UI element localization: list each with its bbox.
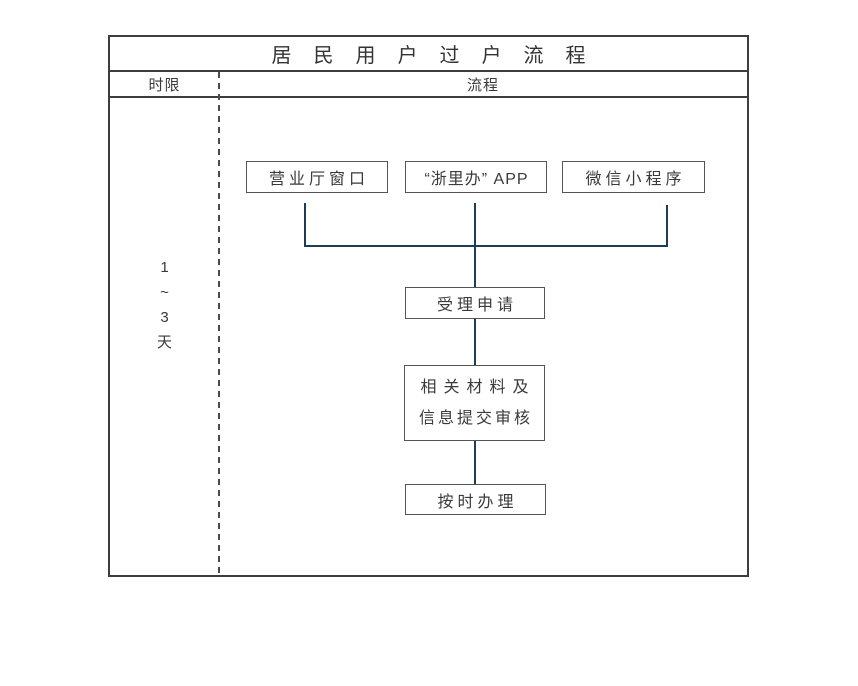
process-header-label: 流程 [466,76,499,94]
flow-box-handle-on-time: 按时办理 [405,484,546,515]
column-header-process: 流程 [219,72,747,96]
flow-box-label: 按时办理 [437,493,518,511]
time-limit-line: 3 [160,309,169,326]
column-header-time-limit: 时限 [110,72,219,96]
connector-line-horizontal-merge [304,245,668,247]
time-limit-line: ~ [160,284,169,301]
time-limit-header-label: 时限 [148,76,181,94]
flow-box-accept-application: 受理申请 [405,287,545,319]
flow-box-label: 微信小程序 [585,171,686,188]
connector-line-vertical [666,205,668,247]
time-limit-line: 天 [156,334,172,351]
connector-line-vertical [474,319,476,365]
flow-box-zheliban-app: “浙里办” APP [405,161,547,193]
title-row: 居民用户过户流程 [110,37,747,72]
flow-box-label: 营业厅窗口 [268,171,369,188]
connector-line-vertical [304,203,306,247]
flow-box-label: 受理申请 [436,297,517,314]
header-row: 时限 流程 [110,72,747,98]
flowchart-frame: 居民用户过户流程 时限 流程 1 ~ 3 天 营业厅窗口 “浙里办” APP 微… [108,35,749,577]
connector-line-vertical [474,441,476,484]
time-limit-value: 1 ~ 3 天 [110,255,219,355]
column-divider-dashed [218,72,220,575]
page-title: 居民用户过户流程 [271,45,608,67]
flow-box-label-line: 信息提交审核 [418,410,533,427]
flow-box-business-hall: 营业厅窗口 [246,161,388,193]
flow-box-wechat-miniprogram: 微信小程序 [562,161,705,193]
time-limit-line: 1 [160,259,169,276]
flow-box-label: “浙里办” APP [424,171,529,188]
flow-box-label-line: 相关材料及 [420,379,536,396]
flow-box-materials-review: 相关材料及 信息提交审核 [404,365,545,441]
